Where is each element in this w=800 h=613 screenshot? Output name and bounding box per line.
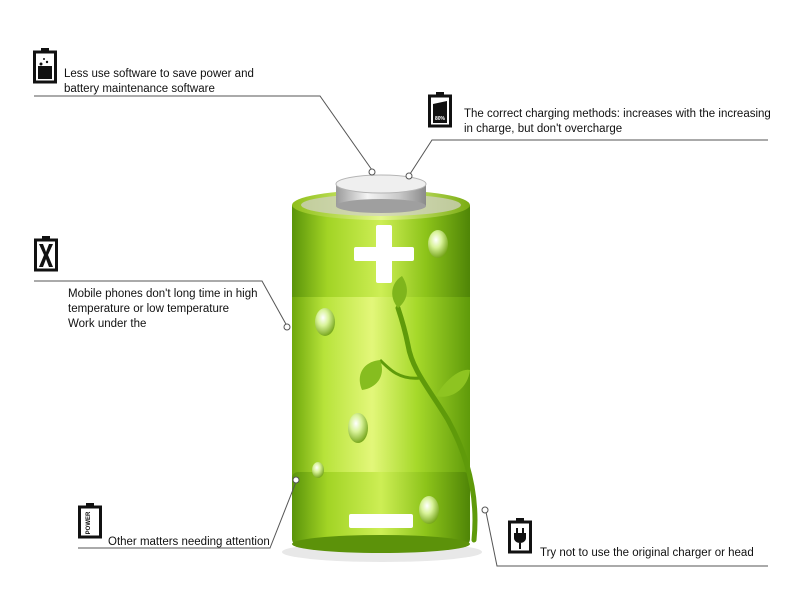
note-charger: Try not to use the original charger or h…: [540, 546, 754, 561]
callout-line-software: [34, 95, 373, 171]
vine-stem: [395, 305, 478, 543]
note-temperature-line1: Mobile phones don't long time in high: [68, 288, 258, 300]
note-other-line1: Other matters needing attention: [108, 536, 270, 548]
water-drop: [419, 496, 439, 524]
plus-sign-vertical: [376, 225, 392, 283]
battery-cap-top: [335, 174, 427, 194]
note-software-line1: Less use software to save power and: [64, 68, 254, 80]
battery-cross-icon: [34, 236, 58, 272]
battery-bottom: [292, 535, 470, 553]
callout-line-charging: [409, 139, 768, 175]
water-drop: [428, 230, 448, 258]
battery: [292, 174, 470, 553]
callout-dot: [368, 168, 376, 176]
callout-line-temperature: [34, 280, 288, 327]
callout-dot: [292, 476, 300, 484]
callout-line-other: [78, 481, 297, 549]
note-charger-line1: Try not to use the original charger or h…: [540, 547, 754, 559]
battery-80-label: 80%: [435, 116, 446, 122]
vine: [359, 276, 478, 543]
minus-sign: [349, 514, 413, 528]
power-label: POWER: [86, 511, 92, 534]
note-charging-line1: The correct charging methods: increases …: [464, 108, 771, 120]
water-drop: [315, 308, 335, 336]
battery-power-icon: POWER: [78, 503, 102, 539]
callout-line-charger: [485, 511, 768, 567]
note-temperature: Mobile phones don't long time in high te…: [68, 287, 258, 332]
note-temperature-line2: temperature or low temperature: [68, 303, 230, 315]
note-software: Less use software to save power and batt…: [64, 67, 254, 97]
note-other: Other matters needing attention: [108, 535, 270, 550]
leaf-icon: [392, 276, 407, 308]
leaf-icon: [359, 360, 382, 390]
battery-80-icon: 80%: [428, 92, 452, 128]
battery-plug-icon: [508, 518, 532, 554]
note-software-line2: battery maintenance software: [64, 83, 215, 95]
battery-bottom-band: [292, 472, 470, 545]
note-charging-line2: in charge, but don't overcharge: [464, 123, 623, 135]
vine-tendril: [378, 358, 421, 380]
callout-lines: [34, 95, 768, 567]
water-drop: [312, 462, 324, 478]
water-drop: [348, 413, 368, 443]
battery-low-icon: [33, 48, 57, 84]
leaf-icon: [436, 369, 470, 397]
callout-dot: [283, 323, 291, 331]
callout-dot: [405, 172, 413, 180]
battery-cap-bottom: [336, 199, 426, 213]
callout-dot: [481, 506, 489, 514]
note-charging: The correct charging methods: increases …: [464, 107, 771, 137]
note-temperature-line3: Work under the: [68, 318, 147, 330]
